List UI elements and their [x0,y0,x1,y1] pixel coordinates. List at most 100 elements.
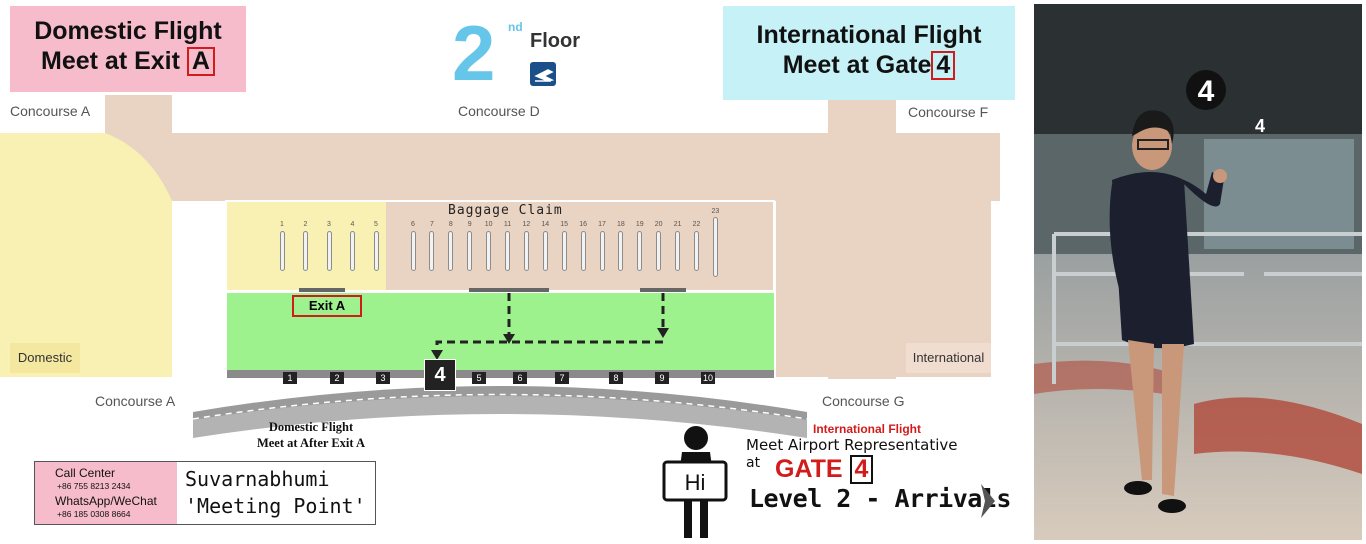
domestic-header-line1: Domestic Flight [34,17,222,45]
international-gate-number: 4 [931,51,956,80]
concourse-f-corridor [828,97,896,201]
belt-carousel [656,231,662,271]
belt-carousel [675,231,681,271]
belt-number: 21 [673,221,682,228]
gate-marker: 8 [609,372,623,384]
belt-number: 22 [692,221,701,228]
belt-carousel [580,231,586,271]
belt-carousel [429,231,435,271]
belt-carousel [373,231,379,271]
international-note-at: at [746,455,761,471]
belt-carousel [486,231,492,271]
international-header-line1: International Flight [756,21,982,49]
gate-marker: 3 [376,372,390,384]
belt-carousel [326,231,332,271]
domestic-zone [0,133,105,201]
domestic-note: Domestic Flight Meet at After Exit A [226,419,396,451]
exit-bar-a [299,288,345,292]
belt-carousel [279,231,285,271]
belt-number: 4 [350,221,355,228]
belt-number: 7 [429,221,434,228]
road-line [192,393,808,420]
belt-number: 14 [541,221,550,228]
call-center-number: +86 755 8213 2434 [57,481,131,491]
exit-a-label: Exit A [292,295,362,317]
arrow-head-mid [503,334,515,344]
photo-scene: 4 4 [1034,4,1362,540]
exit-bar-mid [469,288,549,292]
domestic-corridor [105,201,172,377]
sign-text: Hi [684,470,706,495]
meeting-point-line2: 'Meeting Point' [185,494,366,518]
belt-number: 6 [411,221,415,228]
gate-marker: 1 [283,372,297,384]
floor-indicator: 2 nd Floor [452,9,592,97]
contact-box: Call Center +86 755 8213 2434 WhatsApp/W… [34,461,376,525]
road [193,386,807,428]
belt-carousel [599,231,605,271]
gate-callout: GATE 4 [775,455,874,484]
belt-carousel [410,231,416,271]
floor-suffix: nd [508,20,523,34]
belt-carousel [350,231,355,271]
exit-bar-right [640,288,686,292]
gate-4-marker: 4 [424,359,456,391]
meeting-point-title: Suvarnabhumi 'Meeting Point' [185,466,366,520]
belt-number: 16 [579,221,587,228]
gate-callout-word: GATE [775,455,843,483]
domestic-header-line2: Meet at Exit [41,47,180,75]
belt-carousel [637,231,643,271]
domestic-zone-label: Domestic [10,343,80,373]
domestic-exit-letter: A [186,47,215,76]
international-zone-label: International [906,343,991,373]
belt-number: 2 [303,221,308,228]
concourse-d-label: Concourse D [458,103,540,119]
belt-carousel [618,231,624,271]
chevron-right-icon[interactable] [978,482,998,520]
domestic-note-line1: Domestic Flight [268,420,354,434]
floor-number: 2 [452,9,496,97]
gate-marker: 5 [472,372,486,384]
belt-number: 23 [711,208,720,215]
route-arrows [435,293,665,352]
road-lower [193,396,807,438]
belt-number: 10 [484,221,493,228]
domestic-curve [105,133,172,201]
floor-word: Floor [530,30,580,52]
representative-figure-icon [662,426,728,538]
international-note-meet: Meet Airport Representative [746,436,958,454]
whatsapp-label: WhatsApp/WeChat [55,494,157,508]
call-center-label: Call Center [55,466,116,480]
gate-marker: 10 [701,372,715,384]
photo-gate-sign-small: 4 [1255,116,1265,136]
international-note-label: International Flight [813,422,921,436]
meeting-zone [227,293,774,371]
belt-number: 18 [616,221,625,228]
belt-carousel [448,231,454,271]
belt-carousel [542,231,548,271]
domestic-header: Domestic Flight Meet at Exit A [10,6,246,92]
domestic-header-line2-wrap: Meet at Exit A [10,46,246,76]
gate-marker: 6 [513,372,527,384]
belt-carousel [467,231,473,271]
domestic-note-line2: Meet at After Exit A [256,436,366,450]
belt-carousel [561,231,567,271]
contact-numbers-panel: Call Center +86 755 8213 2434 WhatsApp/W… [35,462,177,524]
arrow-head-gate4 [431,350,443,360]
belt-carousel [712,217,718,277]
belt-carousel [303,231,308,271]
concourse-a-bottom-label: Concourse A [95,393,176,409]
plane-glyph [534,69,555,82]
meeting-zone-bottom-bar [227,370,774,378]
concourse-f-label: Concourse F [908,104,989,120]
belt-number: 9 [467,221,472,228]
belt-number: 3 [327,221,331,228]
belt-number: 15 [560,221,569,228]
gate-marker: 9 [655,372,669,384]
belt-number: 20 [654,221,663,228]
international-header-line2: Meet at Gate [782,51,932,79]
arrow-head-right [657,328,669,338]
